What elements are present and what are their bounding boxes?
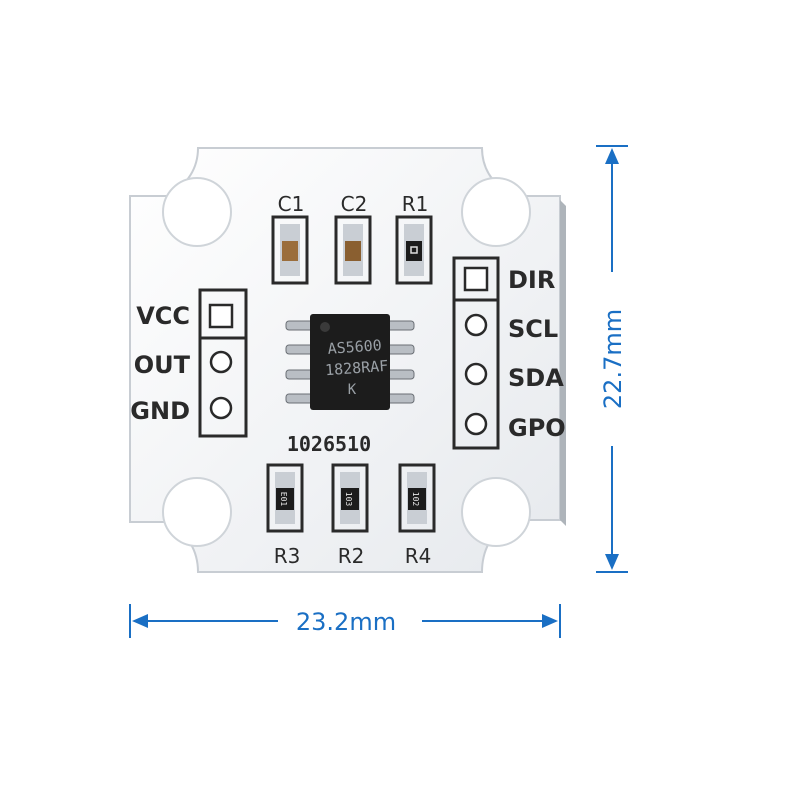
- r3-code: E01: [279, 492, 288, 507]
- mounting-hole-top-right: [461, 177, 531, 247]
- label-c2: C2: [341, 192, 368, 216]
- pin-vcc-pad: [208, 303, 234, 329]
- component-r1: [395, 215, 433, 285]
- label-r1: R1: [402, 192, 429, 216]
- label-sda: SDA: [508, 364, 564, 392]
- chip-as5600: [285, 314, 415, 410]
- r4-code: 102: [411, 492, 420, 507]
- label-r4: R4: [405, 544, 432, 568]
- pin-dir-pad: [463, 266, 489, 292]
- height-dimension: [596, 145, 628, 573]
- label-gnd: GND: [130, 397, 190, 425]
- width-dimension: [129, 604, 561, 638]
- label-gpo: GPO: [508, 414, 566, 442]
- label-vcc: VCC: [136, 302, 190, 330]
- label-out: OUT: [134, 351, 191, 379]
- board-code: 1026510: [287, 432, 371, 456]
- chip-marking-line3: K: [348, 382, 357, 398]
- component-r4: [398, 463, 436, 533]
- component-r3: [266, 463, 304, 533]
- left-header-outline: [198, 288, 248, 438]
- pin-gpo-pad: [464, 412, 488, 436]
- label-r3: R3: [274, 544, 301, 568]
- chip-marking-line1: AS5600: [327, 336, 382, 358]
- pin-sda-pad: [464, 362, 488, 386]
- component-r2: [331, 463, 369, 533]
- component-c1: [271, 215, 309, 285]
- mounting-hole-bottom-left: [162, 477, 232, 547]
- pcb-edge-shadow: [560, 200, 566, 526]
- component-c2: [334, 215, 372, 285]
- label-r2: R2: [338, 544, 365, 568]
- mounting-hole-top-left: [162, 177, 232, 247]
- chip-marking-line2: 1828RAF: [324, 357, 388, 379]
- pin-gnd-pad: [209, 396, 233, 420]
- label-dir: DIR: [508, 266, 555, 294]
- label-c1: C1: [278, 192, 305, 216]
- right-header-outline: [452, 256, 500, 450]
- width-label: 23.2mm: [296, 608, 396, 636]
- label-scl: SCL: [508, 315, 558, 343]
- height-label: 22.7mm: [599, 309, 627, 409]
- r2-code: 103: [344, 492, 353, 507]
- pin-scl-pad: [464, 313, 488, 337]
- pin-out-pad: [209, 350, 233, 374]
- mounting-hole-bottom-right: [461, 477, 531, 547]
